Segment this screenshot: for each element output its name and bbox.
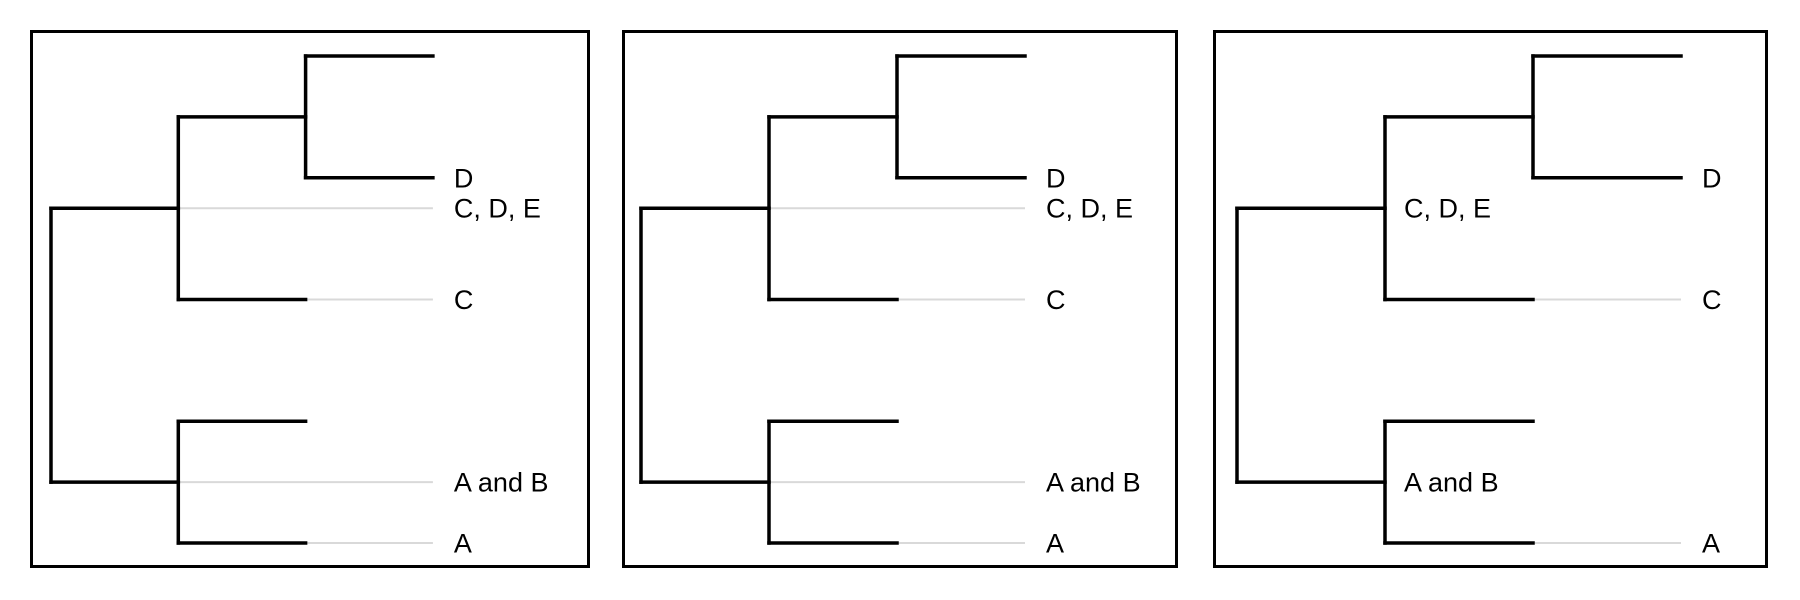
node-label-clade-cde: C, D, E xyxy=(454,194,541,224)
tip-label-a: A xyxy=(1702,529,1720,559)
panel-border xyxy=(1213,30,1768,568)
tip-label-c: C xyxy=(1702,285,1722,315)
node-label-clade-cde: C, D, E xyxy=(1046,194,1133,224)
node-label-clade-cde: C, D, E xyxy=(1404,194,1491,224)
tip-label-c: C xyxy=(1046,285,1066,315)
node-label-clade-ab: A and B xyxy=(1046,468,1141,498)
panel-border xyxy=(622,30,1178,568)
tip-label-d: D xyxy=(1702,163,1722,193)
tree-panel-right: D C A C, D, E A and B xyxy=(1213,30,1768,568)
tip-label-a: A xyxy=(1046,529,1064,559)
tree-panel-middle: D C A C, D, E A and B xyxy=(622,30,1178,568)
panel-border xyxy=(30,30,590,568)
tip-label-d: D xyxy=(454,163,474,193)
tip-label-c: C xyxy=(454,285,474,315)
node-label-clade-ab: A and B xyxy=(454,468,549,498)
node-label-clade-ab: A and B xyxy=(1404,468,1499,498)
tip-label-d: D xyxy=(1046,163,1066,193)
tree-panel-left: D C A C, D, E A and B xyxy=(30,30,590,568)
tip-label-a: A xyxy=(454,529,472,559)
